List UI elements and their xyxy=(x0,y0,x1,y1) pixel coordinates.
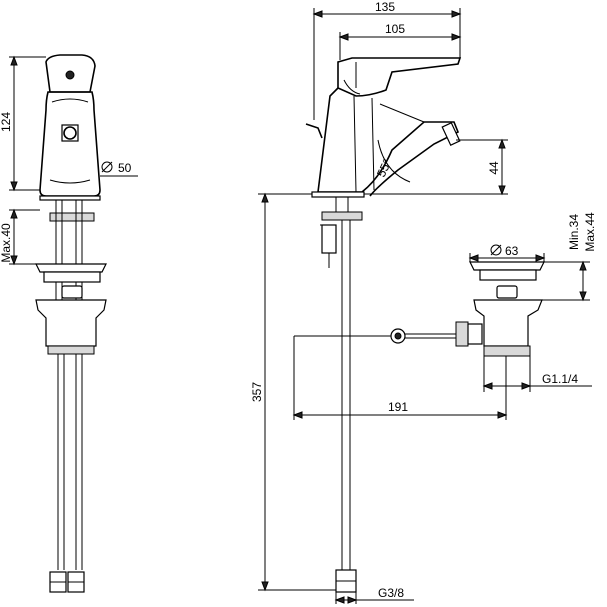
front-waste-flange xyxy=(35,263,107,273)
side-base-plate xyxy=(311,191,365,198)
dim-diameter-50: 50 xyxy=(118,161,132,175)
side-waste-flange xyxy=(469,261,545,271)
dim-124: 124 xyxy=(0,112,13,132)
front-body-curve xyxy=(51,98,89,103)
front-base-curve xyxy=(49,179,91,184)
side-waste-thread xyxy=(483,345,531,357)
front-waste-body xyxy=(35,299,107,347)
dim-max44: Max.44 xyxy=(583,212,597,252)
front-waste-thread xyxy=(47,345,95,355)
dim-357: 357 xyxy=(250,382,264,402)
side-body xyxy=(317,87,460,197)
front-lever-hole xyxy=(65,70,75,80)
dim-105: 105 xyxy=(385,22,405,36)
dim-g-1-1-4: G1.1/4 xyxy=(542,372,578,386)
side-waste-body xyxy=(473,299,543,347)
front-base-plate xyxy=(39,195,101,201)
dim-44: 44 xyxy=(487,161,501,175)
front-view: 124 Max.40 50 xyxy=(0,54,138,593)
dim-191: 191 xyxy=(388,400,408,414)
side-waste-lever xyxy=(496,285,518,299)
dim-min34: Min.34 xyxy=(567,214,581,250)
side-mounting-nut xyxy=(321,211,363,221)
dim-135: 135 xyxy=(375,0,395,14)
dim-g-3-8: G3/8 xyxy=(378,586,404,600)
front-spout-nozzle xyxy=(63,126,77,140)
side-spout-tip xyxy=(441,122,461,146)
front-body xyxy=(39,91,101,197)
side-lever xyxy=(337,57,462,97)
side-angle-arc xyxy=(377,139,411,183)
front-mounting-nut xyxy=(49,212,95,222)
side-popup-rod-nut xyxy=(321,224,337,254)
side-view: 55° 135 xyxy=(250,0,597,604)
dim-diameter-63: 63 xyxy=(505,244,519,258)
front-lever-handle xyxy=(45,54,96,93)
side-popup-knob xyxy=(305,123,323,139)
waste-rod-nut xyxy=(455,321,469,347)
dim-max40: Max.40 xyxy=(0,223,13,263)
front-waste-lever xyxy=(61,285,83,299)
